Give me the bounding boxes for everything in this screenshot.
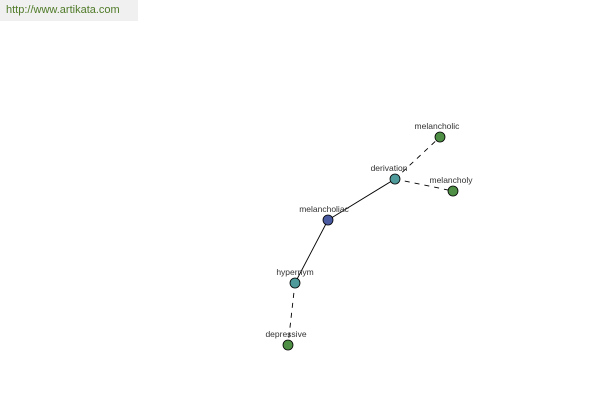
- node-dot-melancholy[interactable]: [447, 185, 459, 197]
- node-label-melancholiac: melancholiac: [299, 204, 349, 214]
- node-label-melancholy: melancholy: [430, 175, 474, 185]
- edge-melancholiac-hypernym: [294, 219, 329, 284]
- node-dot-melancholiac[interactable]: [322, 214, 334, 226]
- node-melancholic[interactable]: melancholic: [415, 121, 461, 143]
- edges-layer: [287, 136, 454, 346]
- node-label-depressive: depressive: [265, 329, 306, 339]
- node-melancholy[interactable]: melancholy: [430, 175, 474, 197]
- node-dot-hypernym[interactable]: [289, 277, 301, 289]
- edge-hypernym-depressive: [287, 282, 296, 346]
- node-derivation[interactable]: derivation: [371, 163, 408, 185]
- node-depressive[interactable]: depressive: [265, 329, 307, 351]
- edge-derivation-melancholic: [394, 136, 441, 180]
- node-melancholiac[interactable]: melancholiac: [299, 204, 350, 226]
- node-hypernym[interactable]: hypernym: [276, 267, 314, 289]
- node-dot-derivation[interactable]: [389, 173, 401, 185]
- source-url-link[interactable]: http://www.artikata.com: [0, 0, 138, 21]
- edge-melancholiac-derivation: [327, 178, 396, 221]
- nodes-layer: melancholiac derivation hypernym melancholi…: [265, 121, 474, 351]
- node-dot-melancholic[interactable]: [434, 131, 446, 143]
- node-dot-depressive[interactable]: [282, 339, 294, 351]
- node-label-hypernym: hypernym: [276, 267, 313, 277]
- node-label-derivation: derivation: [371, 163, 408, 173]
- node-label-melancholic: melancholic: [415, 121, 461, 131]
